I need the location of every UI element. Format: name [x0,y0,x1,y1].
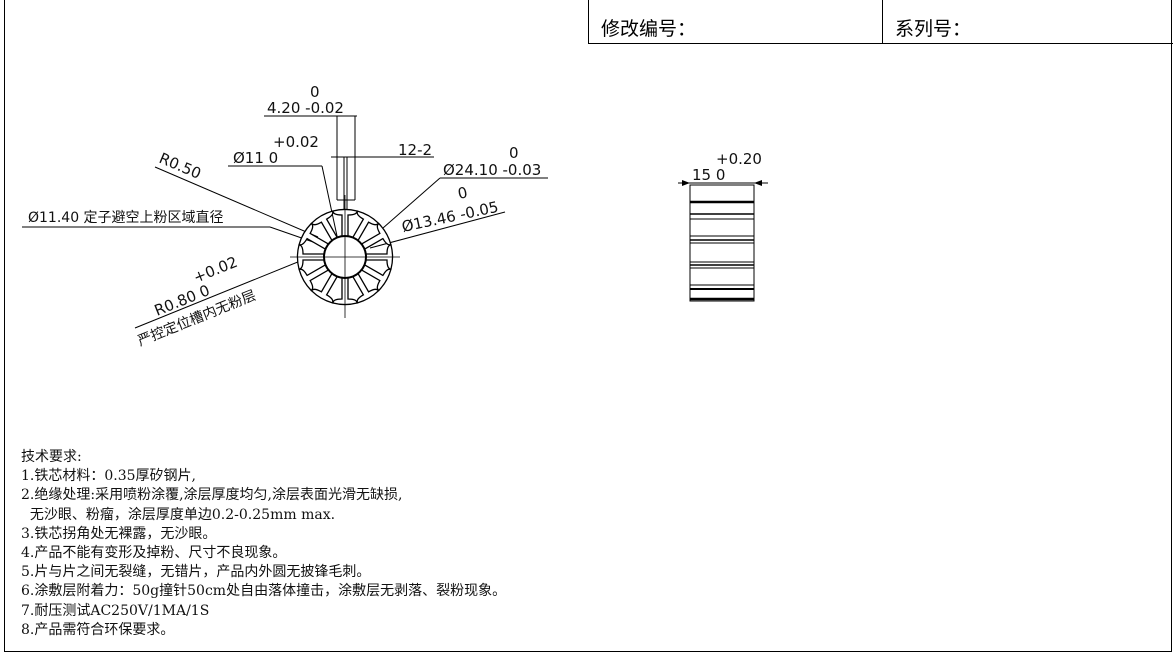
groove-radius-tolerance-upper: +0.02 [191,253,240,287]
stator-tooth [352,210,380,241]
bore-tolerance-upper: +0.02 [273,133,319,151]
side-view: +0.20 15 0 [678,150,768,302]
front-view-dimensions: 0 4.20 -0.02 +0.02 Ø11 0 12-2 0 Ø24.10 -… [28,83,541,350]
series-number-label: 系列号： [895,18,972,40]
outer-dia-dimension: Ø24.10 -0.03 [443,161,541,179]
stator-tooth [310,210,338,241]
avoid-dia-note: Ø11.40 定子避空上粉区域直径 [28,209,224,226]
drawing-frame [4,0,1172,652]
technical-requirements: 技术要求: 1.铁芯材料：0.35厚矽钢片, 2.绝缘处理:采用喷粉涂覆,涂层厚… [21,448,506,640]
title-block: 修改编号： 系列号： [588,0,1173,44]
arrow-left-icon [682,180,690,186]
note-item: 无沙眼、粉瘤，涂层厚度单边0.2-0.25mm max. [21,506,336,523]
stator-tooth [310,273,338,304]
length-dimension: 15 0 [692,166,725,184]
stator-tooth [298,264,329,292]
outer-dia-tolerance-upper: 0 [509,144,519,162]
note-item: 6.涂敷层附着力：50g撞针50cm处自由落体撞击，涂敷层无剥落、裂粉现象。 [21,583,507,600]
note-item: 3.铁芯拐角处无裸露，无沙眼。 [21,525,217,542]
length-tolerance-upper: +0.20 [716,150,762,168]
stator-tooth [352,273,380,304]
revision-number-label: 修改编号： [589,0,883,43]
note-item: 4.产品不能有变形及掉粉、尺寸不良现象。 [21,545,287,562]
note-item: 8.产品需符合环保要求。 [21,621,175,638]
stator-tooth [361,264,392,292]
front-view-leaders [22,115,548,329]
stator-tooth [298,222,329,250]
root-dia-dimension: Ø13.46 -0.05 [400,198,500,236]
stator-front-view [290,195,400,318]
stator-tooth [361,222,392,250]
note-item: 2.绝缘处理:采用喷粉涂覆,涂层厚度均匀,涂层表面光滑无缺损, [21,487,403,504]
notes-title: 技术要求: [21,449,82,465]
note-item: 1.铁芯材料：0.35厚矽钢片, [21,468,196,485]
slot-width-tolerance-upper: 0 [310,83,320,101]
bore-dimension: Ø11 0 [233,149,278,167]
lamination-lines [690,200,754,301]
root-dia-tolerance-upper: 0 [456,183,469,203]
note-item: 5.片与片之间无裂缝，无错片，产品内外圆无披锋毛刺。 [21,564,371,581]
slot-count-label: 12-2 [398,141,432,159]
note-item: 7.耐压测试AC250V/1MA/1S [21,602,210,619]
slot-width-dimension: 4.20 -0.02 [267,99,344,117]
arrow-right-icon [754,180,762,186]
